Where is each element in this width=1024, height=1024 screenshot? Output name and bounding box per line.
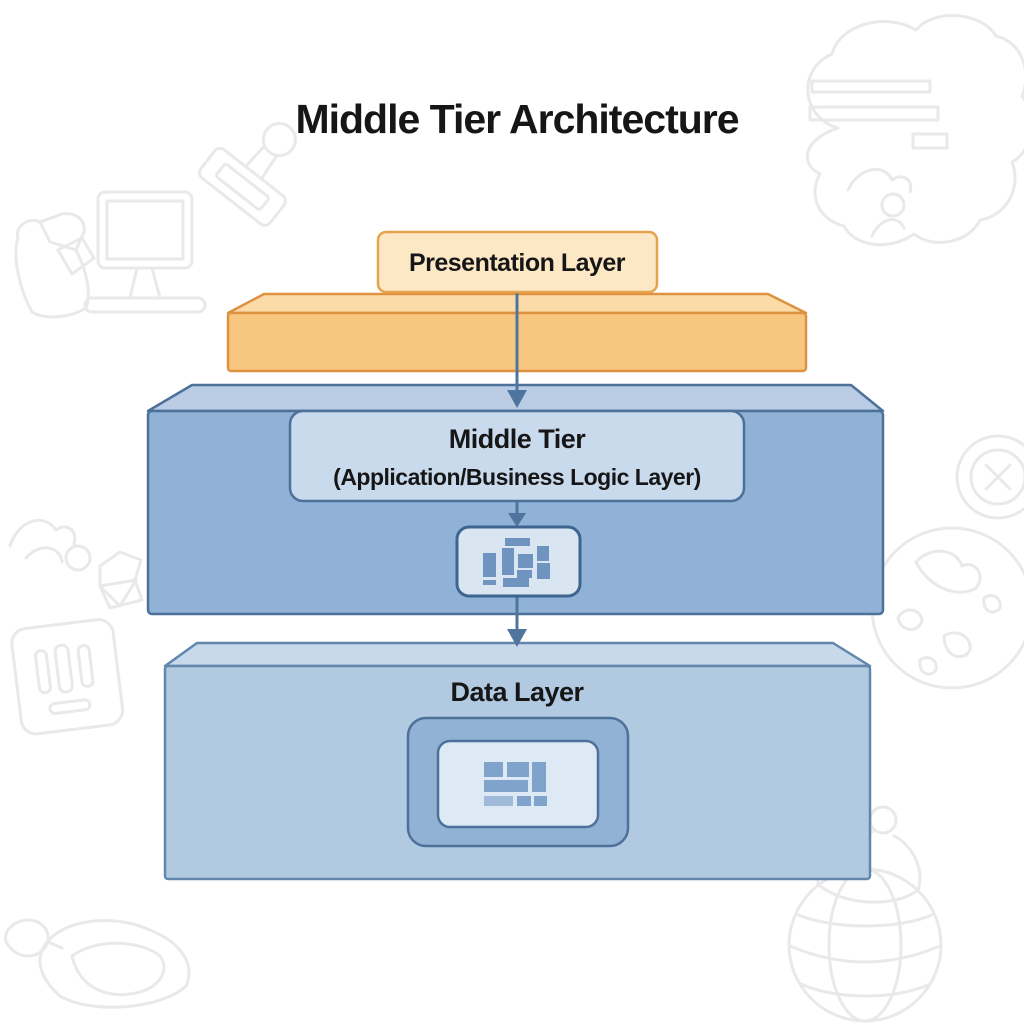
- middle-tier-sublabel: (Application/Business Logic Layer): [333, 464, 701, 490]
- tablet-doodle-icon: [10, 618, 125, 736]
- module-blocks-icon: [455, 525, 582, 598]
- carton-doodle-icon: [14, 212, 96, 319]
- cloud-doodle-icon: [805, 14, 1024, 247]
- presentation-layer-box: Presentation Layer: [376, 230, 659, 294]
- brick-wall-icon: [406, 716, 630, 848]
- monitor-doodle-icon: [83, 190, 207, 314]
- acorn-doodle-icon: [3, 918, 191, 1009]
- arrow-middle-to-data: [507, 596, 527, 647]
- arrow-presentation-to-middle: [507, 292, 527, 408]
- chunk-circle-doodle: [870, 526, 1024, 690]
- data-layer-slab-top: [163, 641, 872, 668]
- background-doodles: [3, 14, 1024, 1023]
- middle-tier-label: Middle Tier: [449, 424, 587, 454]
- page-title: Middle Tier Architecture: [295, 96, 738, 142]
- middle-tier-label-box: Middle Tier (Application/Business Logic …: [288, 409, 746, 503]
- circle-x-doodle-icon: [955, 434, 1024, 520]
- squiggle-doodle: [8, 518, 144, 610]
- data-layer-label: Data Layer: [450, 677, 584, 707]
- arrow-middle-label-to-icon: [508, 501, 526, 527]
- presentation-layer-label: Presentation Layer: [409, 249, 626, 277]
- stamp-doodle-icon: [198, 122, 297, 227]
